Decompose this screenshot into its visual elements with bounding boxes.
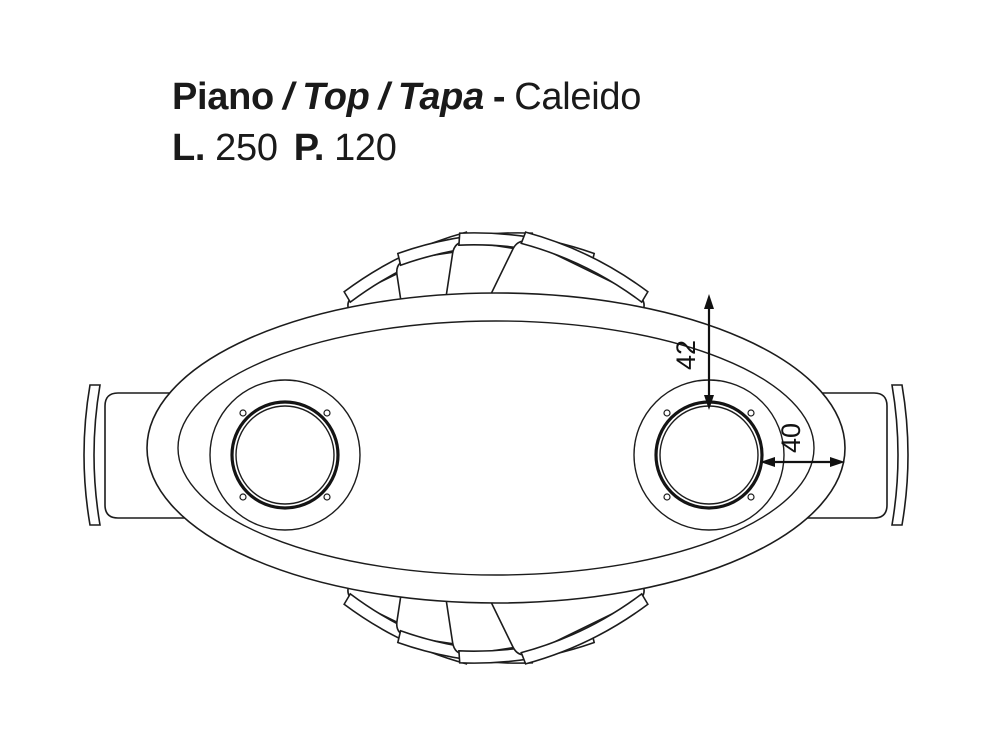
width-value: 250 [215, 127, 278, 169]
cable-grommet-right [633, 379, 785, 531]
dimension-42: 42 [671, 294, 714, 410]
caption-separator-1: / [282, 76, 294, 118]
dimension-42-label: 42 [671, 340, 701, 370]
caption-line-product: Piano/Top/Tapa-Caleido [172, 78, 932, 116]
product-name-en: Top [302, 76, 370, 118]
width-label: L. [172, 127, 206, 169]
dimension-40-label: 40 [776, 423, 806, 453]
table-top-outline [146, 292, 846, 604]
product-name-es: Tapa [397, 76, 484, 118]
caption-dash: - [492, 76, 506, 118]
product-name-it: Piano [172, 76, 274, 118]
caption-line-dimensions: L.250 P.120 [172, 129, 932, 167]
caption-separator-2: / [378, 76, 390, 118]
finish-name: Caleido [514, 76, 642, 118]
depth-value: 120 [334, 127, 397, 169]
cable-grommet-left [209, 379, 361, 531]
depth-label: P. [293, 127, 325, 169]
dimension-40: 40 [760, 423, 845, 467]
